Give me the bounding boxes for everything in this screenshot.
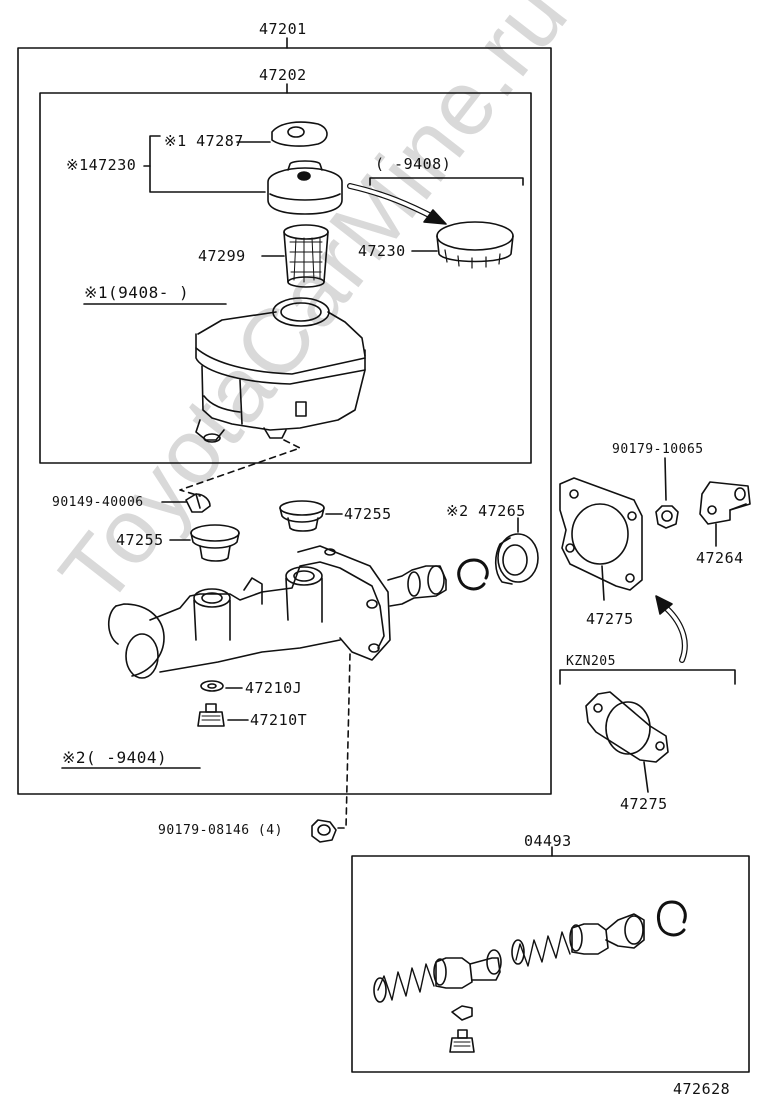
reservoir-connection-dashed <box>179 439 301 497</box>
nut-90179-08146-part <box>311 819 337 843</box>
kit-snap-ring-part <box>657 900 687 937</box>
note-2: ※2( -9404) <box>62 748 168 767</box>
part-label-47210t: 47210T <box>250 711 308 729</box>
kzn205-label: KZN205 <box>566 654 616 669</box>
part-label-47210j: 47210J <box>245 679 303 697</box>
washer-47210j-part <box>200 680 224 692</box>
part-label-147230: ※147230 <box>66 156 137 174</box>
kzn-bracket <box>559 669 736 685</box>
cap-range-bracket <box>369 177 524 186</box>
part-label-47275-upper: 47275 <box>586 610 634 628</box>
kit-washer-part <box>451 1005 473 1021</box>
seal-47265-part <box>494 533 539 585</box>
snap-ring-part <box>457 558 489 591</box>
kit-bleeder-part <box>449 1029 475 1053</box>
cap-bracket <box>149 135 266 193</box>
part-label-47287: ※1 47287 <box>164 132 244 150</box>
part-label-47230: 47230 <box>358 242 406 260</box>
nut-connection-dashed <box>333 653 351 829</box>
part-label-47255-upper: 47255 <box>344 505 392 523</box>
cap-147230-part <box>267 160 343 215</box>
cap-arrow-head <box>423 209 447 225</box>
part-label-90149-40006: 90149-40006 <box>52 495 144 510</box>
kit-springs-part <box>373 913 645 1003</box>
diagram-id-label: 472628 <box>673 1080 731 1098</box>
bleeder-47210t-part <box>197 703 225 727</box>
group-label-47201: 47201 <box>259 20 307 38</box>
group-label-47202: 47202 <box>259 66 307 84</box>
strainer-47299-part <box>283 224 329 288</box>
part-label-47264: 47264 <box>696 549 744 567</box>
nut-90179-10065-part <box>655 505 679 529</box>
master-cylinder-body <box>107 545 447 679</box>
bracket-47264-part <box>699 481 751 525</box>
part-label-47255-lower: 47255 <box>116 531 164 549</box>
grommet-47255-upper-part <box>279 500 325 532</box>
reservoir-body <box>195 297 366 443</box>
reservoir-frame <box>39 92 532 464</box>
part-label-47275-lower: 47275 <box>620 795 668 813</box>
part-label-90179-08146: 90179-08146 (4) <box>158 823 283 838</box>
gasket-47275-upper-part <box>559 477 643 591</box>
kit-frame <box>351 855 750 1073</box>
gasket-47275-lower-part <box>585 691 669 763</box>
cap-range-note: ( -9408) <box>375 155 452 173</box>
group-label-04493: 04493 <box>524 832 572 850</box>
part-label-90179-10065: 90179-10065 <box>612 442 704 457</box>
grommet-47255-lower-part <box>190 524 240 562</box>
cap-47230-part <box>436 221 514 269</box>
part-label-47299: 47299 <box>198 247 246 265</box>
washer-47287-part <box>271 121 328 147</box>
part-label-47265: ※2 47265 <box>446 502 526 520</box>
bolt-90149-part <box>185 493 211 513</box>
assembly-frame <box>17 47 552 795</box>
note-1: ※1(9408- ) <box>84 283 190 302</box>
